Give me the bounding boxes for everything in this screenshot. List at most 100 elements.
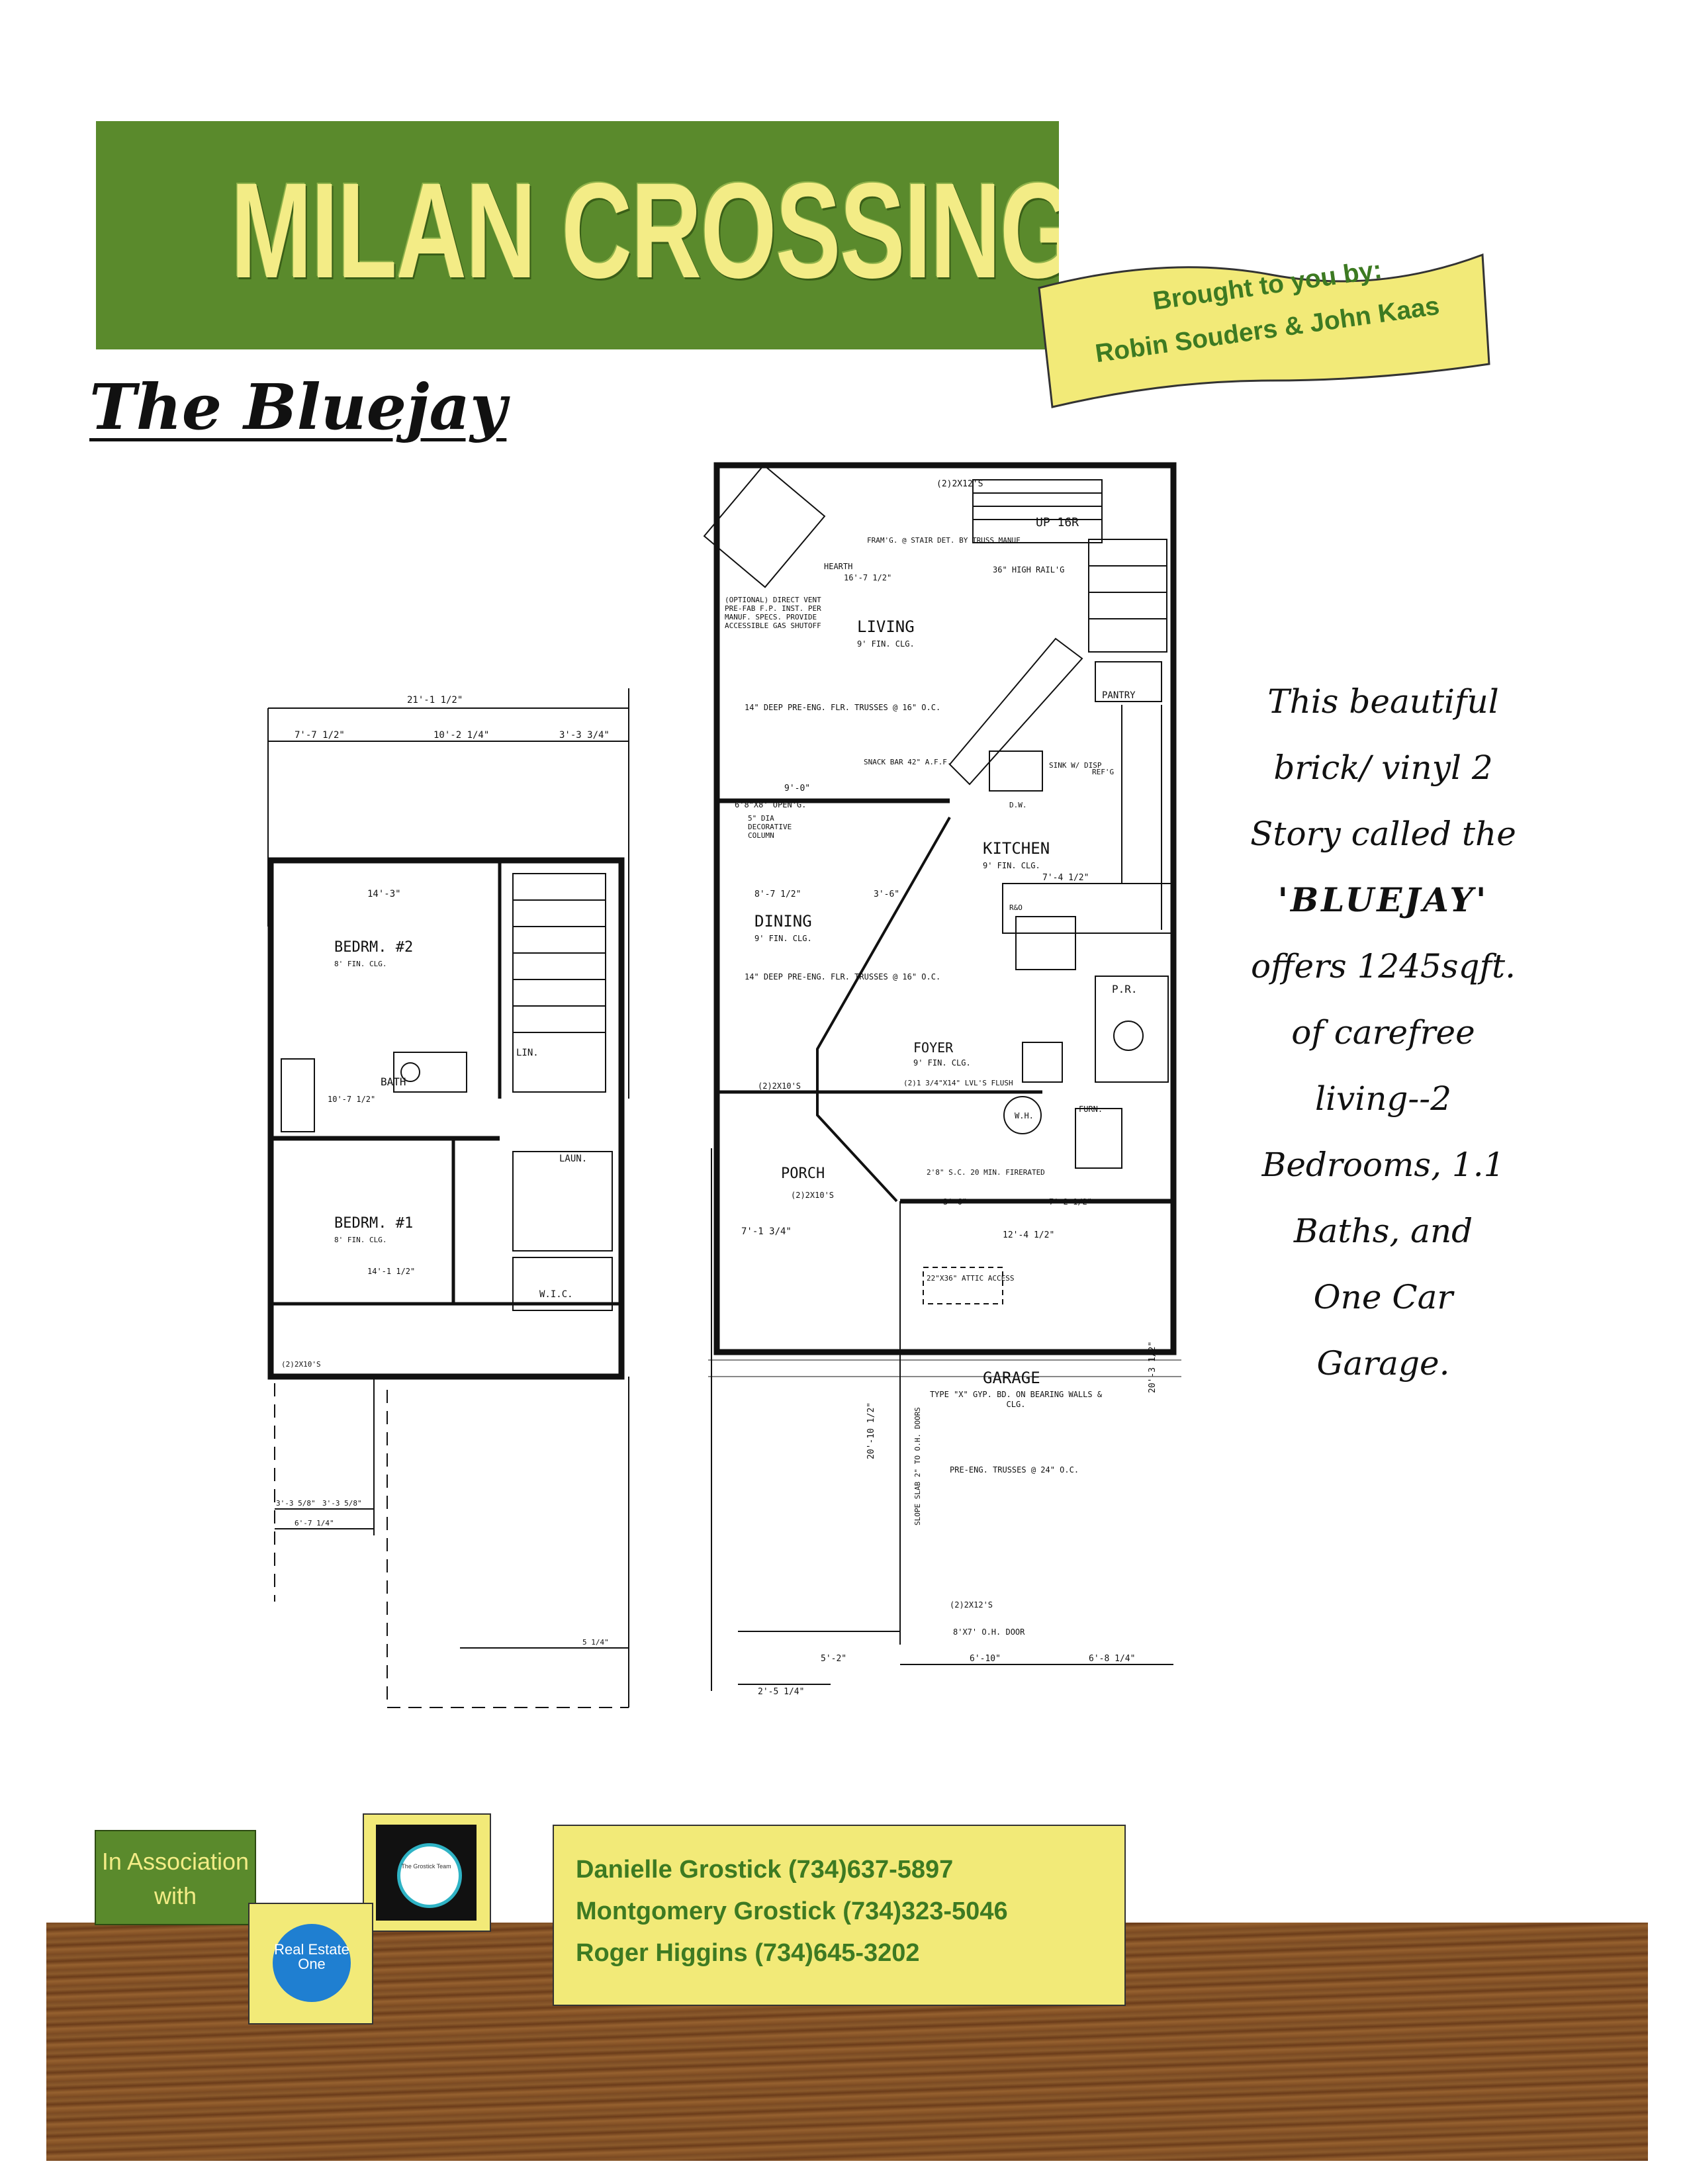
lower-plan-garage-depth: 20'-10 1/2" bbox=[866, 1402, 876, 1459]
ribbon-banner bbox=[1038, 253, 1490, 408]
real-estate-one-logo-icon bbox=[273, 1924, 351, 2002]
lower-floor-plan: (2)2X12'S UP 16R FRAM'G. @ STAIR DET. BY… bbox=[698, 453, 1191, 1704]
lower-plan-wh: W.H. bbox=[1015, 1111, 1034, 1120]
lower-plan-attic: 22"X36" ATTIC ACCESS bbox=[927, 1274, 1014, 1283]
description-line: Bedrooms, 1.1 bbox=[1261, 1146, 1505, 1184]
lower-plan-garage-width: 12'-4 1/2" bbox=[1003, 1230, 1054, 1240]
lower-plan-foyer-clg: 9' FIN. CLG. bbox=[913, 1058, 971, 1068]
description-line: brick/ vinyl 2 bbox=[1273, 749, 1493, 787]
lower-plan-kitchen-dim: 7'-4 1/2" bbox=[1042, 873, 1089, 883]
description-line: One Car bbox=[1313, 1278, 1453, 1316]
upper-plan-bedroom2-clg: 8' FIN. CLG. bbox=[334, 960, 387, 968]
lower-plan-garage-depth2: 20'-3 1/2" bbox=[1148, 1342, 1158, 1393]
lower-plan-garage: GARAGE bbox=[983, 1369, 1040, 1387]
description-model-name: 'BLUEJAY' bbox=[1277, 880, 1489, 919]
lower-plan-kitchen: KITCHEN bbox=[983, 839, 1050, 858]
lower-plan-living: LIVING bbox=[857, 617, 915, 636]
upper-plan-dim-c: 3'-3 3/4" bbox=[559, 730, 610, 741]
grostick-team-logo: The Grostick Team bbox=[363, 1813, 491, 1932]
page-title: MILAN CROSSINGS II bbox=[230, 155, 1059, 306]
lower-plan-slope: SLOPE SLAB 2" TO O.H. DOORS bbox=[913, 1407, 922, 1525]
lower-plan-garage-note-box: TYPE "X" GYP. BD. ON BEARING WALLS & CLG… bbox=[929, 1390, 1103, 1409]
description-line: of carefree bbox=[1291, 1013, 1475, 1052]
upper-plan-right-dim: 5 1/4" bbox=[582, 1638, 609, 1647]
lower-plan-pr: P.R. bbox=[1112, 983, 1138, 995]
lower-plan-stair-note: FRAM'G. @ STAIR DET. BY TRUSS MANUF bbox=[867, 536, 1021, 545]
lower-plan-garage-header: (2)2X12'S bbox=[950, 1600, 993, 1610]
lower-plan-oh-door: 8'X7' O.H. DOOR bbox=[953, 1627, 1025, 1637]
upper-plan-bottom-b: 3'-3 5/8" bbox=[322, 1499, 362, 1508]
description-line: living--2 bbox=[1314, 1079, 1452, 1118]
upper-plan-header: (2)2X10'S bbox=[281, 1360, 321, 1369]
upper-plan-lin: LIN. bbox=[516, 1048, 539, 1058]
lower-plan-bottom-d: 2'-5 1/4" bbox=[758, 1687, 804, 1697]
lower-plan-dining: DINING bbox=[754, 912, 812, 931]
contact-line: Montgomery Grostick (734)323-5046 bbox=[576, 1897, 1008, 1925]
association-line1: In Association bbox=[101, 1848, 250, 1875]
upper-plan-dim-a: 7'-7 1/2" bbox=[295, 730, 345, 741]
upper-plan-width-bed2: 14'-3" bbox=[367, 889, 401, 899]
description-line: Story called the bbox=[1250, 815, 1516, 853]
lower-plan-dining-truss: 14" DEEP PRE-ENG. FLR. TRUSSES @ 16" O.C… bbox=[745, 972, 940, 981]
lower-plan-up: UP 16R bbox=[1036, 516, 1079, 529]
lower-plan-column-box: 5" DIA DECORATIVE COLUMN bbox=[748, 814, 792, 840]
real-estate-one-logo-text: Real Estate One bbox=[274, 1941, 349, 1972]
lower-plan-header-2x10: (2)2X10'S bbox=[758, 1081, 801, 1091]
lower-plan-porch-dim: 7'-1 3/4" bbox=[741, 1226, 792, 1237]
upper-plan-bedroom2: BEDRM. #2 bbox=[334, 939, 413, 956]
lower-plan-dining-dim: 8'-7 1/2" bbox=[754, 889, 801, 899]
lower-plan-refg: REF'G bbox=[1092, 768, 1114, 776]
lower-plan-fireplace-note: (OPTIONAL) DIRECT VENT PRE-FAB F.P. INST… bbox=[725, 596, 821, 630]
lower-plan-porch: PORCH bbox=[781, 1165, 825, 1182]
description-line: This beautiful bbox=[1267, 682, 1499, 721]
lower-floor-plan-drawing: (2)2X12'S UP 16R FRAM'G. @ STAIR DET. BY… bbox=[703, 462, 1181, 1697]
contacts-box: Danielle Grostick (734)637-5897 Montgome… bbox=[553, 1825, 1126, 2006]
lower-plan-kitchen-clg: 9' FIN. CLG. bbox=[983, 861, 1040, 870]
lower-plan-dw: D.W. bbox=[1009, 801, 1027, 809]
lower-plan-snack-bar: SNACK BAR 42" A.F.F. bbox=[864, 758, 951, 766]
contact-line: Danielle Grostick (734)637-5897 bbox=[576, 1856, 954, 1884]
title-banner: MILAN CROSSINGS II bbox=[96, 121, 1059, 349]
lower-plan-living-truss: 14" DEEP PRE-ENG. FLR. TRUSSES @ 16" O.C… bbox=[745, 703, 940, 712]
lower-plan-dim-72: 7'-2 1/2" bbox=[1049, 1197, 1092, 1206]
upper-plan-bottom-total: 6'-7 1/4" bbox=[295, 1519, 334, 1527]
lower-plan-dim-36: 3'-6" bbox=[943, 1197, 967, 1206]
lower-plan-dining-clg: 9' FIN. CLG. bbox=[754, 934, 812, 943]
lower-plan-garage-truss: PRE-ENG. TRUSSES @ 24" O.C. bbox=[950, 1465, 1079, 1475]
lower-plan-lvl: (2)1 3/4"X14" LVL'S FLUSH bbox=[903, 1079, 1013, 1087]
contact-line: Roger Higgins (734)645-3202 bbox=[576, 1939, 920, 1967]
lower-plan-foyer: FOYER bbox=[913, 1040, 954, 1056]
lower-plan-pantry: PANTRY bbox=[1102, 690, 1136, 701]
grostick-logo-ring-icon bbox=[397, 1843, 462, 1908]
lower-plan-furn: FURN. bbox=[1079, 1105, 1103, 1114]
property-description: This beautiful brick/ vinyl 2 Story call… bbox=[1218, 668, 1549, 1396]
description-line: Baths, and bbox=[1293, 1212, 1473, 1250]
lower-plan-opening: 6'8"X8' OPEN'G. bbox=[735, 800, 806, 809]
lower-plan-sink: SINK W/ DISP bbox=[1049, 761, 1102, 770]
lower-plan-hearth: HEARTH bbox=[824, 562, 852, 571]
grostick-logo-text: The Grostick Team bbox=[401, 1863, 451, 1870]
description-line: offers 1245sqft. bbox=[1251, 947, 1516, 985]
lower-plan-door-note: 2'8" S.C. 20 MIN. FIRERATED bbox=[927, 1168, 1045, 1177]
description-line: Garage. bbox=[1316, 1344, 1450, 1383]
lower-plan-living-clg: 9' FIN. CLG. bbox=[857, 639, 915, 649]
upper-plan-bedroom1-clg: 8' FIN. CLG. bbox=[334, 1236, 387, 1244]
lower-plan-header-top: (2)2X12'S bbox=[936, 479, 983, 489]
lower-plan-rail: 36" HIGH RAIL'G bbox=[993, 565, 1064, 574]
lower-plan-column: 5" DIA DECORATIVE COLUMN bbox=[748, 814, 792, 840]
lower-plan-porch-header: (2)2X10'S bbox=[791, 1191, 834, 1200]
upper-floor-plan-drawing: 21'-1 1/2" 7'-7 1/2" 10'-2 1/4" 3'-3 3/4… bbox=[267, 688, 629, 1708]
lower-plan-hearth-dim: 16'-7 1/2" bbox=[844, 573, 891, 582]
upper-plan-dim-b: 10'-2 1/4" bbox=[433, 730, 489, 741]
upper-plan-wic: W.I.C. bbox=[539, 1289, 573, 1300]
lower-plan-fireplace-note-box: (OPTIONAL) DIRECT VENT PRE-FAB F.P. INST… bbox=[725, 596, 821, 630]
model-name: The Bluejay bbox=[89, 371, 507, 444]
association-line2: with bbox=[154, 1882, 197, 1909]
lower-plan-dim-9: 9'-0" bbox=[784, 784, 810, 794]
upper-plan-bedroom1: BEDRM. #1 bbox=[334, 1215, 413, 1232]
lower-plan-ro: R&O bbox=[1009, 903, 1023, 912]
upper-plan-bath-dim: 10'-7 1/2" bbox=[328, 1095, 375, 1104]
upper-plan-bath: BATH bbox=[381, 1075, 406, 1088]
lower-plan-garage-note: TYPE "X" GYP. BD. ON BEARING WALLS & CLG… bbox=[929, 1390, 1103, 1409]
lower-plan-dining-dim2: 3'-6" bbox=[874, 889, 899, 899]
